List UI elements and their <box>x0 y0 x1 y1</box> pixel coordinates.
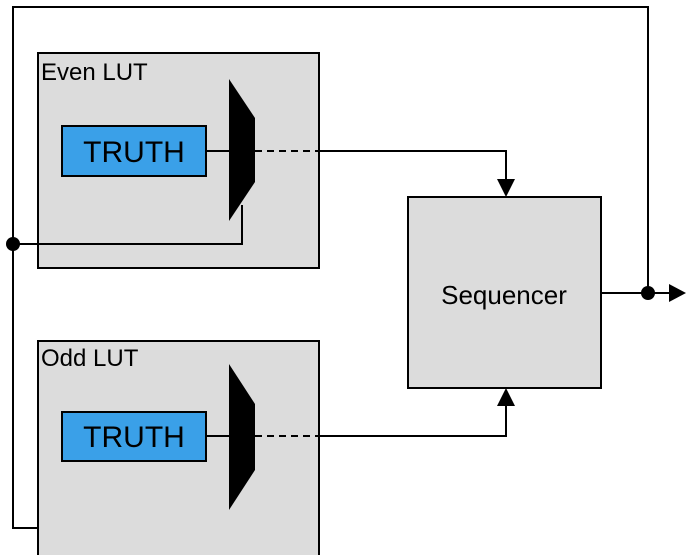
sequencer-label: Sequencer <box>441 280 567 310</box>
odd-truth-box <box>61 411 207 462</box>
odd-input-arrowhead <box>497 388 515 406</box>
even-to-sequencer-wire <box>319 150 507 180</box>
even-mux-shape <box>229 79 255 221</box>
output-arrowhead <box>669 284 686 302</box>
feedback-loop-wire <box>12 6 649 529</box>
odd-lut-block: Odd LUT TRUTH <box>37 340 320 555</box>
odd-truth-label: TRUTH <box>83 421 185 454</box>
even-lut-block: Even LUT TRUTH <box>37 52 320 269</box>
even-mux-select-wire <box>13 205 243 245</box>
odd-mux-shape <box>229 364 255 510</box>
output-junction-dot <box>641 286 655 300</box>
connections <box>12 6 672 529</box>
sequencer-block: Sequencer <box>407 196 602 389</box>
even-lut-title: Even LUT <box>41 59 148 86</box>
even-truth-box <box>61 125 207 177</box>
feedback-junction-dot <box>6 237 20 251</box>
sequencer-box <box>407 196 602 389</box>
odd-to-sequencer-wire <box>319 405 507 437</box>
odd-lut-title: Odd LUT <box>41 345 139 372</box>
even-input-arrowhead <box>497 179 515 197</box>
even-truth-label: TRUTH <box>83 136 185 169</box>
